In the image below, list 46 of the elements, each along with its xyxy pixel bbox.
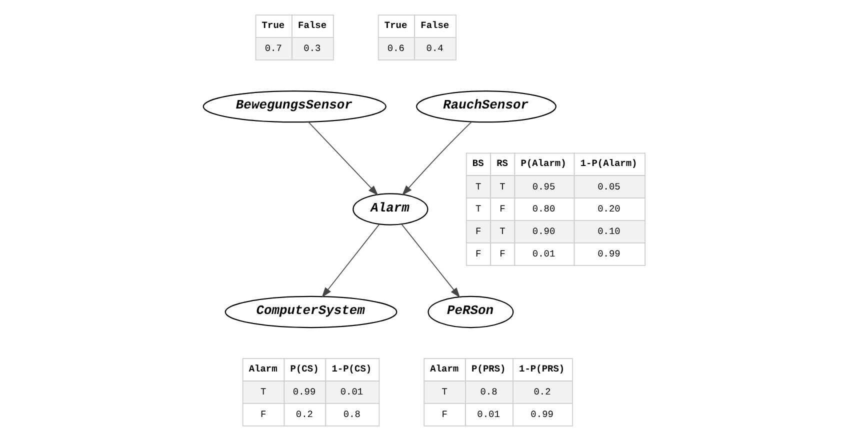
label: True (384, 20, 407, 31)
label: P(PRS) (471, 363, 506, 374)
label: 0.01 (476, 409, 500, 420)
label: T (499, 181, 505, 192)
label: 0.10 (597, 226, 620, 238)
label: F (499, 204, 505, 215)
label: 1-P(PRS) (518, 363, 564, 374)
label: False (420, 20, 449, 31)
label: 0.80 (532, 204, 555, 215)
label: 0.2 (295, 409, 312, 420)
label: 0.05 (597, 181, 620, 192)
label: 0.01 (532, 248, 555, 260)
label: Alarm (430, 363, 458, 374)
label: F (260, 409, 266, 420)
label: True (261, 20, 284, 31)
label: 0.01 (340, 386, 363, 398)
label: 0.8 (342, 409, 360, 420)
label: F (474, 226, 481, 238)
label: 0.4 (426, 43, 443, 54)
label: 0.2 (533, 386, 550, 398)
label: 0.90 (532, 226, 555, 238)
label: 1-P(CS) (331, 363, 372, 374)
label: T (474, 204, 481, 215)
label: P(CS) (290, 363, 318, 374)
label: F (499, 248, 505, 260)
label: BS (472, 158, 484, 169)
label: T (260, 386, 266, 398)
label: F (441, 409, 447, 420)
label: 0.7 (264, 43, 282, 54)
label: P(Alarm) (520, 158, 566, 169)
label: T (441, 386, 447, 398)
label: 0.6 (386, 43, 404, 54)
label: 0.99 (597, 248, 620, 260)
label: F (474, 248, 481, 260)
label: 0.3 (303, 43, 320, 54)
label: Alarm (248, 363, 277, 374)
label: T (474, 181, 481, 192)
label: False (298, 20, 326, 31)
label: 0.95 (532, 181, 555, 192)
label: RS (496, 158, 508, 169)
label: 0.20 (597, 204, 620, 215)
label: 0.99 (530, 409, 553, 420)
label: 0.99 (292, 386, 316, 398)
label: T (499, 226, 505, 238)
label: 0.8 (480, 386, 497, 398)
label: 1-P(Alarm) (580, 158, 637, 169)
